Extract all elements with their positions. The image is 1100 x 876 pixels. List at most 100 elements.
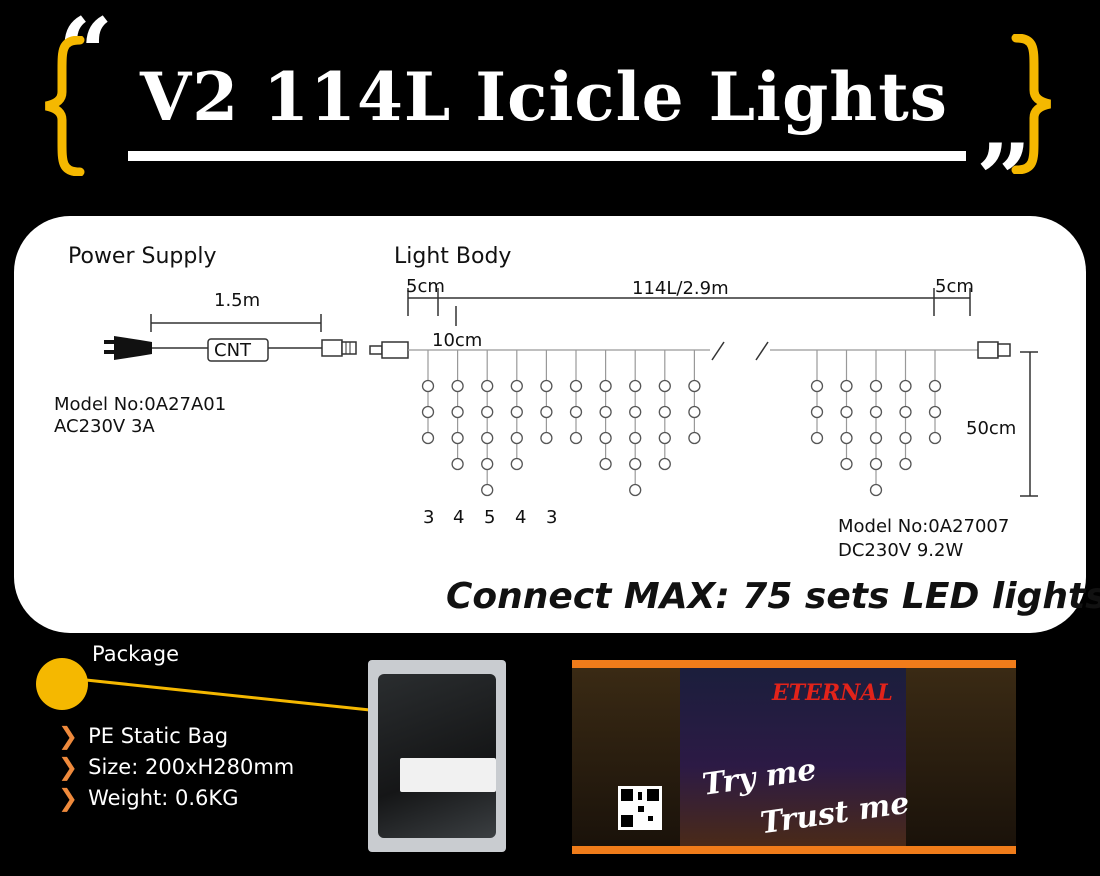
pattern-count-4: 4 [515, 507, 527, 528]
led-bulb [869, 457, 883, 471]
led-bulb [810, 405, 824, 419]
led-bulb [629, 457, 642, 471]
drop-height-label: 50cm [966, 418, 1017, 439]
led-bulb [840, 457, 853, 471]
led-bulb [540, 431, 553, 445]
led-bulb [451, 457, 464, 471]
led-bulb [899, 457, 912, 471]
led-bulb [629, 483, 642, 497]
led-bulb [688, 405, 701, 419]
static-bag-photo [368, 660, 506, 852]
led-bulb [540, 405, 553, 419]
led-bulb [629, 405, 642, 419]
led-bulb [688, 379, 701, 393]
led-bulb [421, 431, 435, 445]
close-quote-mark: ” [976, 123, 1032, 236]
led-bulb [658, 431, 671, 445]
connector-male-icon [321, 339, 357, 357]
wire-break [711, 341, 725, 361]
package-item: ❯Weight: 0.6KG [58, 784, 239, 812]
led-bulb [869, 431, 883, 445]
led-bulb [658, 405, 671, 419]
led-bulb [629, 431, 642, 445]
led-bulb [840, 431, 853, 445]
led-bulb [928, 431, 942, 445]
box-front [680, 668, 906, 846]
diagram-panel [14, 216, 1086, 633]
wiring-diagram [104, 288, 1038, 497]
led-bulb [899, 405, 912, 419]
package-heading: Package [92, 642, 180, 666]
led-bulb [658, 457, 671, 471]
chevron-right-icon: ❯ [58, 784, 79, 812]
end-connector-icon [977, 341, 1011, 359]
led-bulb [688, 431, 701, 445]
connector-female-icon [369, 341, 409, 359]
led-bulb [599, 405, 612, 419]
led-bulb [869, 483, 883, 497]
led-bulb [451, 431, 464, 445]
led-bulb [481, 379, 494, 393]
led-bulb [599, 431, 612, 445]
package-item: ❯PE Static Bag [58, 722, 229, 750]
led-bulb [658, 379, 671, 393]
lead-right-label: 5cm [935, 276, 974, 297]
brand-logo: ETERNAL [772, 680, 893, 706]
cable-length-label: 1.5m [214, 290, 261, 311]
connect-max-note: Connect MAX: 75 sets LED lights [446, 576, 1100, 617]
right-brace-icon [1011, 34, 1052, 174]
led-bulb [569, 405, 583, 419]
led-bulb [481, 483, 494, 497]
icicle-drops [421, 350, 942, 497]
light-rating: DC230V 9.2W [838, 540, 964, 561]
led-bulb [510, 457, 523, 471]
controller-box [207, 338, 269, 362]
plug-icon [104, 336, 152, 360]
power-rating: AC230V 3A [54, 416, 155, 437]
pattern-count-3: 5 [484, 507, 496, 528]
led-bulb [451, 379, 464, 393]
package-item: ❯Size: 200xH280mm [58, 753, 295, 781]
spacing-label: 10cm [432, 330, 483, 351]
power-model-number: Model No:0A27A01 [54, 394, 227, 415]
pattern-count-1: 3 [423, 507, 435, 528]
led-bulb [510, 431, 523, 445]
led-bulb [869, 405, 883, 419]
led-bulb [840, 379, 853, 393]
bag-label-card [400, 758, 496, 792]
light-model-number: Model No:0A27007 [838, 516, 1010, 537]
page-title: V2 114L Icicle Lights [140, 58, 948, 136]
led-bulb [928, 405, 942, 419]
led-bulb [599, 457, 612, 471]
power-supply-heading: Power Supply [68, 244, 217, 269]
title-underline [128, 151, 966, 161]
led-bulb [810, 379, 824, 393]
chevron-right-icon: ❯ [58, 753, 79, 781]
led-bulb [510, 405, 523, 419]
led-bulb [840, 405, 853, 419]
led-bulb [451, 405, 464, 419]
led-bulb [481, 457, 494, 471]
chevron-right-icon: ❯ [58, 722, 79, 750]
led-bulb [810, 431, 824, 445]
led-bulb [569, 431, 583, 445]
length-label: 114L/2.9m [632, 278, 729, 299]
led-bulb [899, 431, 912, 445]
controller-label: CNT [214, 340, 252, 361]
light-body-heading: Light Body [394, 244, 512, 269]
box-side-right [906, 668, 1016, 846]
led-bulb [481, 405, 494, 419]
bag-contents [378, 674, 496, 838]
led-bulb [928, 379, 942, 393]
led-bulb [569, 379, 583, 393]
led-bulb [629, 379, 642, 393]
retail-box-artwork: ETERNAL Try me Trust me [572, 660, 1016, 854]
package-pointer [36, 658, 371, 712]
pattern-count-2: 4 [453, 507, 465, 528]
led-bulb [599, 379, 612, 393]
led-bulb [869, 379, 883, 393]
led-bulb [510, 379, 523, 393]
led-bulb [540, 379, 553, 393]
qr-code-icon [618, 786, 662, 830]
left-brace-icon [44, 36, 85, 176]
